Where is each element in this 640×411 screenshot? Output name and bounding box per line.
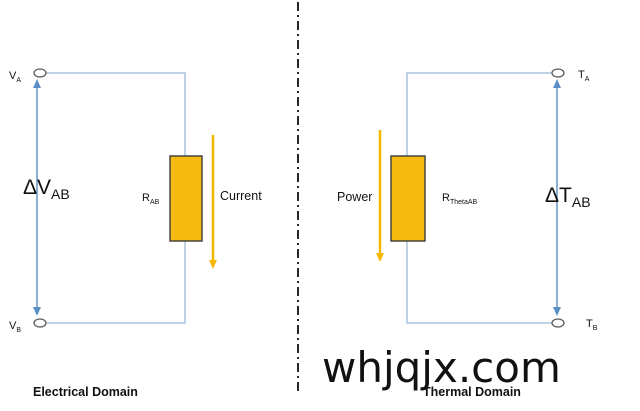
electrical-domain-title: Electrical Domain xyxy=(33,385,138,399)
watermark-text: whjqjx.com xyxy=(322,343,561,392)
electrical-resistor-label: RAB xyxy=(142,192,160,206)
watermark-background xyxy=(318,344,580,386)
thermal-domain-title: Thermal Domain xyxy=(423,385,521,399)
thermal-terminal-b xyxy=(551,318,565,328)
thermal-top-wire xyxy=(406,72,552,156)
electrical-top-wire xyxy=(46,72,186,156)
thermal-node-a-label: TA xyxy=(578,69,590,83)
thermal-node-b-label: TB xyxy=(586,318,598,332)
power-flow-label: Power xyxy=(337,190,372,204)
electrical-domain: VA VB ΔVAB RAB Current Electrical Domain xyxy=(9,68,262,399)
electrical-bottom-wire xyxy=(46,241,186,324)
electrical-terminal-a xyxy=(33,68,47,78)
electrical-node-a-label: VA xyxy=(9,70,21,84)
thermal-resistor-label: RThetaAB xyxy=(442,192,478,206)
thermal-bottom-wire xyxy=(406,241,552,324)
current-flow-label: Current xyxy=(220,189,262,203)
thermal-terminal-a xyxy=(551,68,565,78)
electrical-potential-difference-label: ΔVAB xyxy=(23,176,70,202)
electrical-node-b-label: VB xyxy=(9,320,21,334)
thermal-domain: TA TB ΔTAB RThetaAB Power Thermal Domain xyxy=(337,68,598,399)
electrical-resistor xyxy=(169,155,203,242)
thermal-resistor xyxy=(390,155,426,242)
watermark: whjqjx.com xyxy=(318,343,580,392)
thermal-temperature-difference-label: ΔTAB xyxy=(545,184,591,210)
electrical-terminal-b xyxy=(33,318,47,328)
